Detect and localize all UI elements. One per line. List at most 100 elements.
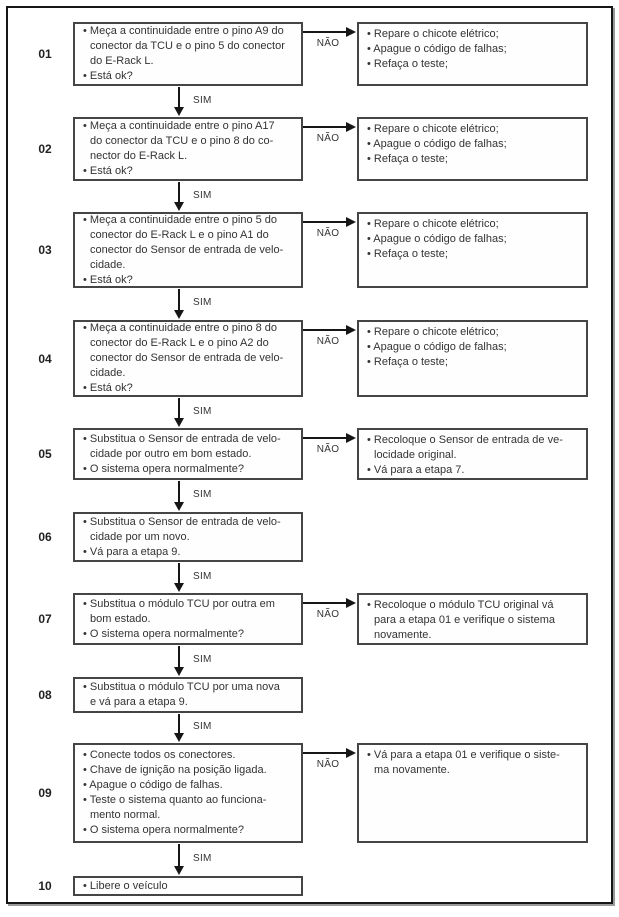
step-text-line: • Substitua o Sensor de entrada de velo- bbox=[83, 515, 281, 528]
step-number-07: 07 bbox=[38, 612, 52, 626]
step-text-line: cidade por outro em bom estado. bbox=[90, 447, 252, 460]
result-text-line: novamente. bbox=[374, 629, 432, 641]
sim-arrow-head bbox=[174, 418, 184, 427]
step-01-box: • Meça a continuidade entre o pino A9 do… bbox=[73, 22, 303, 86]
step-06-box: • Substitua o Sensor de entrada de velo-… bbox=[73, 512, 303, 562]
sim-arrow-head bbox=[174, 107, 184, 116]
step-text-line: e vá para a etapa 9. bbox=[90, 696, 188, 708]
step-number-10: 10 bbox=[38, 879, 52, 893]
sim-label: SIM bbox=[193, 721, 212, 732]
sim-arrow-line bbox=[178, 563, 180, 583]
sim-arrow-head bbox=[174, 733, 184, 742]
step-04-box: • Meça a continuidade entre o pino 8 do c… bbox=[73, 320, 303, 397]
step-text-line: bom estado. bbox=[90, 612, 151, 625]
step-05-box: • Substitua o Sensor de entrada de velo-… bbox=[73, 428, 303, 480]
result-text-line: • Recoloque o Sensor de entrada de ve- bbox=[367, 434, 563, 446]
step-text-line: • Conecte todos os conectores. bbox=[83, 749, 236, 761]
nao-arrow-head bbox=[346, 217, 356, 227]
sim-arrow-line bbox=[178, 844, 180, 866]
step-text-line: • Substitua o módulo TCU por outra em bbox=[83, 597, 275, 610]
nao-arrow-line bbox=[303, 31, 346, 33]
result-text-line: • Vá para a etapa 7. bbox=[367, 464, 465, 476]
step-text-line: • Meça a continuidade entre o pino A9 do bbox=[83, 25, 284, 37]
result-text-line: • Refaça o teste; bbox=[367, 356, 448, 368]
step-01-result-box: • Repare o chicote elétrico;• Apague o c… bbox=[357, 22, 588, 86]
nao-label: NÃO bbox=[316, 444, 340, 455]
result-text-line: • Refaça o teste; bbox=[367, 153, 448, 165]
nao-arrow-line bbox=[303, 752, 346, 754]
step-number-02: 02 bbox=[38, 142, 52, 156]
nao-label: NÃO bbox=[316, 133, 340, 144]
step-text-line: conector da TCU e o pino 5 do conector bbox=[90, 40, 285, 52]
sim-label: SIM bbox=[193, 654, 212, 665]
sim-arrow-line bbox=[178, 714, 180, 733]
step-text-line: • Está ok? bbox=[83, 165, 133, 177]
sim-label: SIM bbox=[193, 489, 212, 500]
sim-label: SIM bbox=[193, 853, 212, 864]
nao-arrow-line bbox=[303, 221, 346, 223]
sim-label: SIM bbox=[193, 297, 212, 308]
step-number-06: 06 bbox=[38, 530, 52, 544]
step-text-line: nector do E-Rack L. bbox=[90, 150, 188, 162]
sim-arrow-head bbox=[174, 310, 184, 319]
step-09-box: • Conecte todos os conectores.• Chave de… bbox=[73, 743, 303, 843]
sim-arrow-head bbox=[174, 502, 184, 511]
result-text-line: • Repare o chicote elétrico; bbox=[367, 28, 499, 40]
step-04-result-box: • Repare o chicote elétrico;• Apague o c… bbox=[357, 320, 588, 397]
result-text-line: • Apague o código de falhas; bbox=[367, 341, 507, 353]
step-text-line: • O sistema opera normalmente? bbox=[83, 824, 244, 836]
nao-arrow-line bbox=[303, 329, 346, 331]
nao-label: NÃO bbox=[316, 228, 340, 239]
step-text-line: • O sistema opera normalmente? bbox=[83, 462, 244, 475]
result-text-line: • Recoloque o módulo TCU original vá bbox=[367, 599, 554, 611]
sim-arrow-head bbox=[174, 667, 184, 676]
sim-arrow-line bbox=[178, 289, 180, 310]
nao-arrow-head bbox=[346, 598, 356, 608]
nao-label: NÃO bbox=[316, 609, 340, 620]
step-number-03: 03 bbox=[38, 243, 52, 257]
nao-arrow-line bbox=[303, 602, 346, 604]
step-text-line: • Está ok? bbox=[83, 70, 133, 82]
sim-label: SIM bbox=[193, 190, 212, 201]
step-text-line: • Substitua o módulo TCU por uma nova bbox=[83, 681, 280, 693]
step-number-01: 01 bbox=[38, 47, 52, 61]
step-10-box: • Libere o veículo bbox=[73, 876, 303, 896]
sim-label: SIM bbox=[193, 95, 212, 106]
step-text-line: cidade por um novo. bbox=[90, 530, 190, 543]
step-text-line: • Meça a continuidade entre o pino 8 do bbox=[83, 322, 278, 334]
sim-label: SIM bbox=[193, 571, 212, 582]
nao-label: NÃO bbox=[316, 38, 340, 49]
step-02-result-box: • Repare o chicote elétrico; • Apague o c… bbox=[357, 117, 588, 181]
result-text-line: • Repare o chicote elétrico; bbox=[367, 218, 499, 230]
step-text-line: cidade. bbox=[90, 367, 126, 379]
step-text-line: conector do Sensor de entrada de velo- bbox=[90, 352, 284, 364]
nao-arrow-head bbox=[346, 122, 356, 132]
nao-arrow-head bbox=[346, 325, 356, 335]
sim-arrow-head bbox=[174, 866, 184, 875]
result-text-line: • Repare o chicote elétrico; bbox=[367, 123, 499, 135]
nao-arrow-head bbox=[346, 433, 356, 443]
step-number-04: 04 bbox=[38, 351, 52, 366]
step-text-line: conector do E-Rack L e o pino A1 do bbox=[90, 228, 269, 241]
step-03-box: • Meça a continuidade entre o pino 5 do c… bbox=[73, 212, 303, 288]
step-09-result-box: • Vá para a etapa 01 e verifique o siste… bbox=[357, 743, 588, 843]
step-text-line: • Libere o veículo bbox=[83, 879, 168, 892]
step-text-line: • Substitua o Sensor de entrada de velo- bbox=[83, 432, 281, 445]
step-text-line: mento normal. bbox=[90, 809, 161, 821]
result-text-line: • Apague o código de falhas; bbox=[367, 138, 507, 150]
sim-arrow-line bbox=[178, 182, 180, 202]
result-text-line: ma novamente. bbox=[374, 764, 450, 776]
step-text-line: do conector da TCU e o pino 8 do co- bbox=[90, 135, 274, 147]
sim-arrow-line bbox=[178, 481, 180, 502]
nao-arrow-head bbox=[346, 748, 356, 758]
step-03-result-box: • Repare o chicote elétrico;• Apague o c… bbox=[357, 212, 588, 288]
result-text-line: • Refaça o teste; bbox=[367, 58, 448, 70]
step-text-line: • Meça a continuidade entre o pino 5 do bbox=[83, 213, 278, 226]
step-text-line: • Teste o sistema quanto ao funciona- bbox=[83, 794, 267, 806]
sim-label: SIM bbox=[193, 406, 212, 417]
step-text-line: • Vá para a etapa 9. bbox=[83, 545, 181, 558]
step-08-box: • Substitua o módulo TCU por uma nova e v… bbox=[73, 677, 303, 713]
step-text-line: • Está ok? bbox=[83, 382, 133, 394]
nao-label: NÃO bbox=[316, 759, 340, 770]
